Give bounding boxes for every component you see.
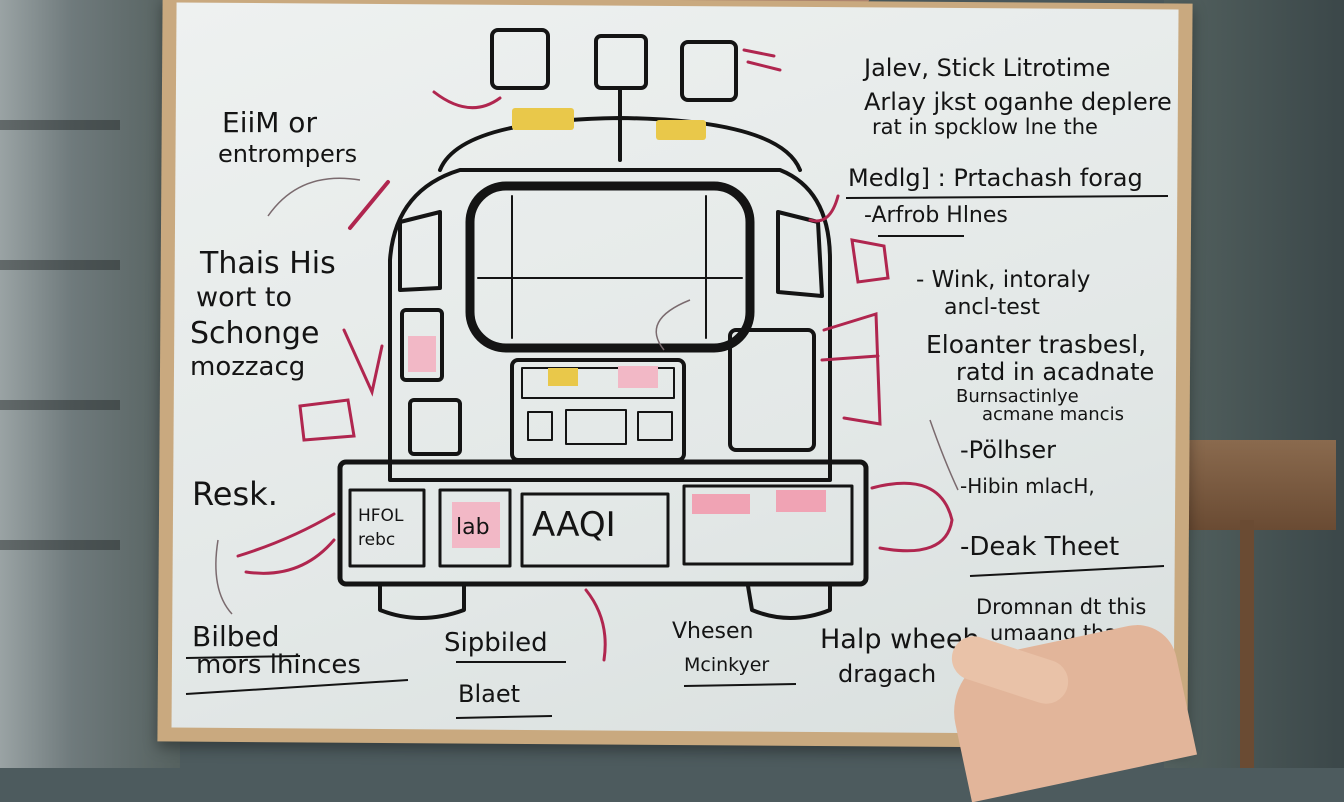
note-left-1: EiiM or [222,106,317,139]
note-right-1: Medlg] : Prtachash forag [848,164,1143,192]
note-right-4: ancl-test [944,295,1040,320]
note-right-2: -Arfrob Hlnes [864,203,1008,228]
note-bottom-3: Sipbiled [444,628,548,658]
note-left-6: mozzacg [190,352,306,382]
right-wall [1164,0,1344,768]
note-bottom-9: Dromnan dt this [976,595,1147,619]
note-right-5: Eloanter trasbesl, [926,330,1147,359]
note-right-8: acmane mancis [982,404,1124,425]
note-bottom-2: mors lhinces [196,650,361,680]
note-right-7: Burnsactinlye [956,386,1079,407]
note-right-11: -Deak Theet [960,532,1120,562]
panel-label-4: AAQI [532,505,616,545]
note-top-right-2: Arlay jkst oganhe deplere [864,88,1172,116]
note-left-2: entrompers [218,140,358,168]
panel-label-3: lab [456,515,490,540]
note-top-right-3: rat in spcklow lne the [872,115,1098,139]
wooden-table [1166,440,1336,530]
note-top-right-1: Jalev, Stick Litrotime [864,54,1111,82]
camera-box-left [490,28,550,90]
left-wall-shelves [0,0,180,768]
note-left-5: Schonge [190,316,320,351]
note-bottom-1: Bilbed [192,620,280,653]
note-right-3: - Wink, intoraly [916,267,1091,293]
note-left-7: Resk. [192,475,278,513]
note-bottom-6: Mcinkyer [684,654,770,676]
note-bottom-5: Vhesen [672,619,754,644]
note-left-4: wort to [196,282,292,313]
note-left-3: Thais His [200,246,336,281]
note-bottom-4: Blaet [458,680,521,708]
note-right-10: -Hibin mlacH, [960,474,1095,498]
table-leg [1240,520,1254,768]
camera-box-middle [594,34,648,90]
vehicle-sketch [185,28,1169,719]
panel-label-2: rebc [358,530,396,550]
note-bottom-8: dragach [838,660,937,688]
camera-box-right [680,40,738,102]
note-right-6: ratd in acadnate [956,358,1155,386]
panel-label-1: HFOL [358,506,404,526]
note-right-9: -Pölhser [960,436,1056,464]
